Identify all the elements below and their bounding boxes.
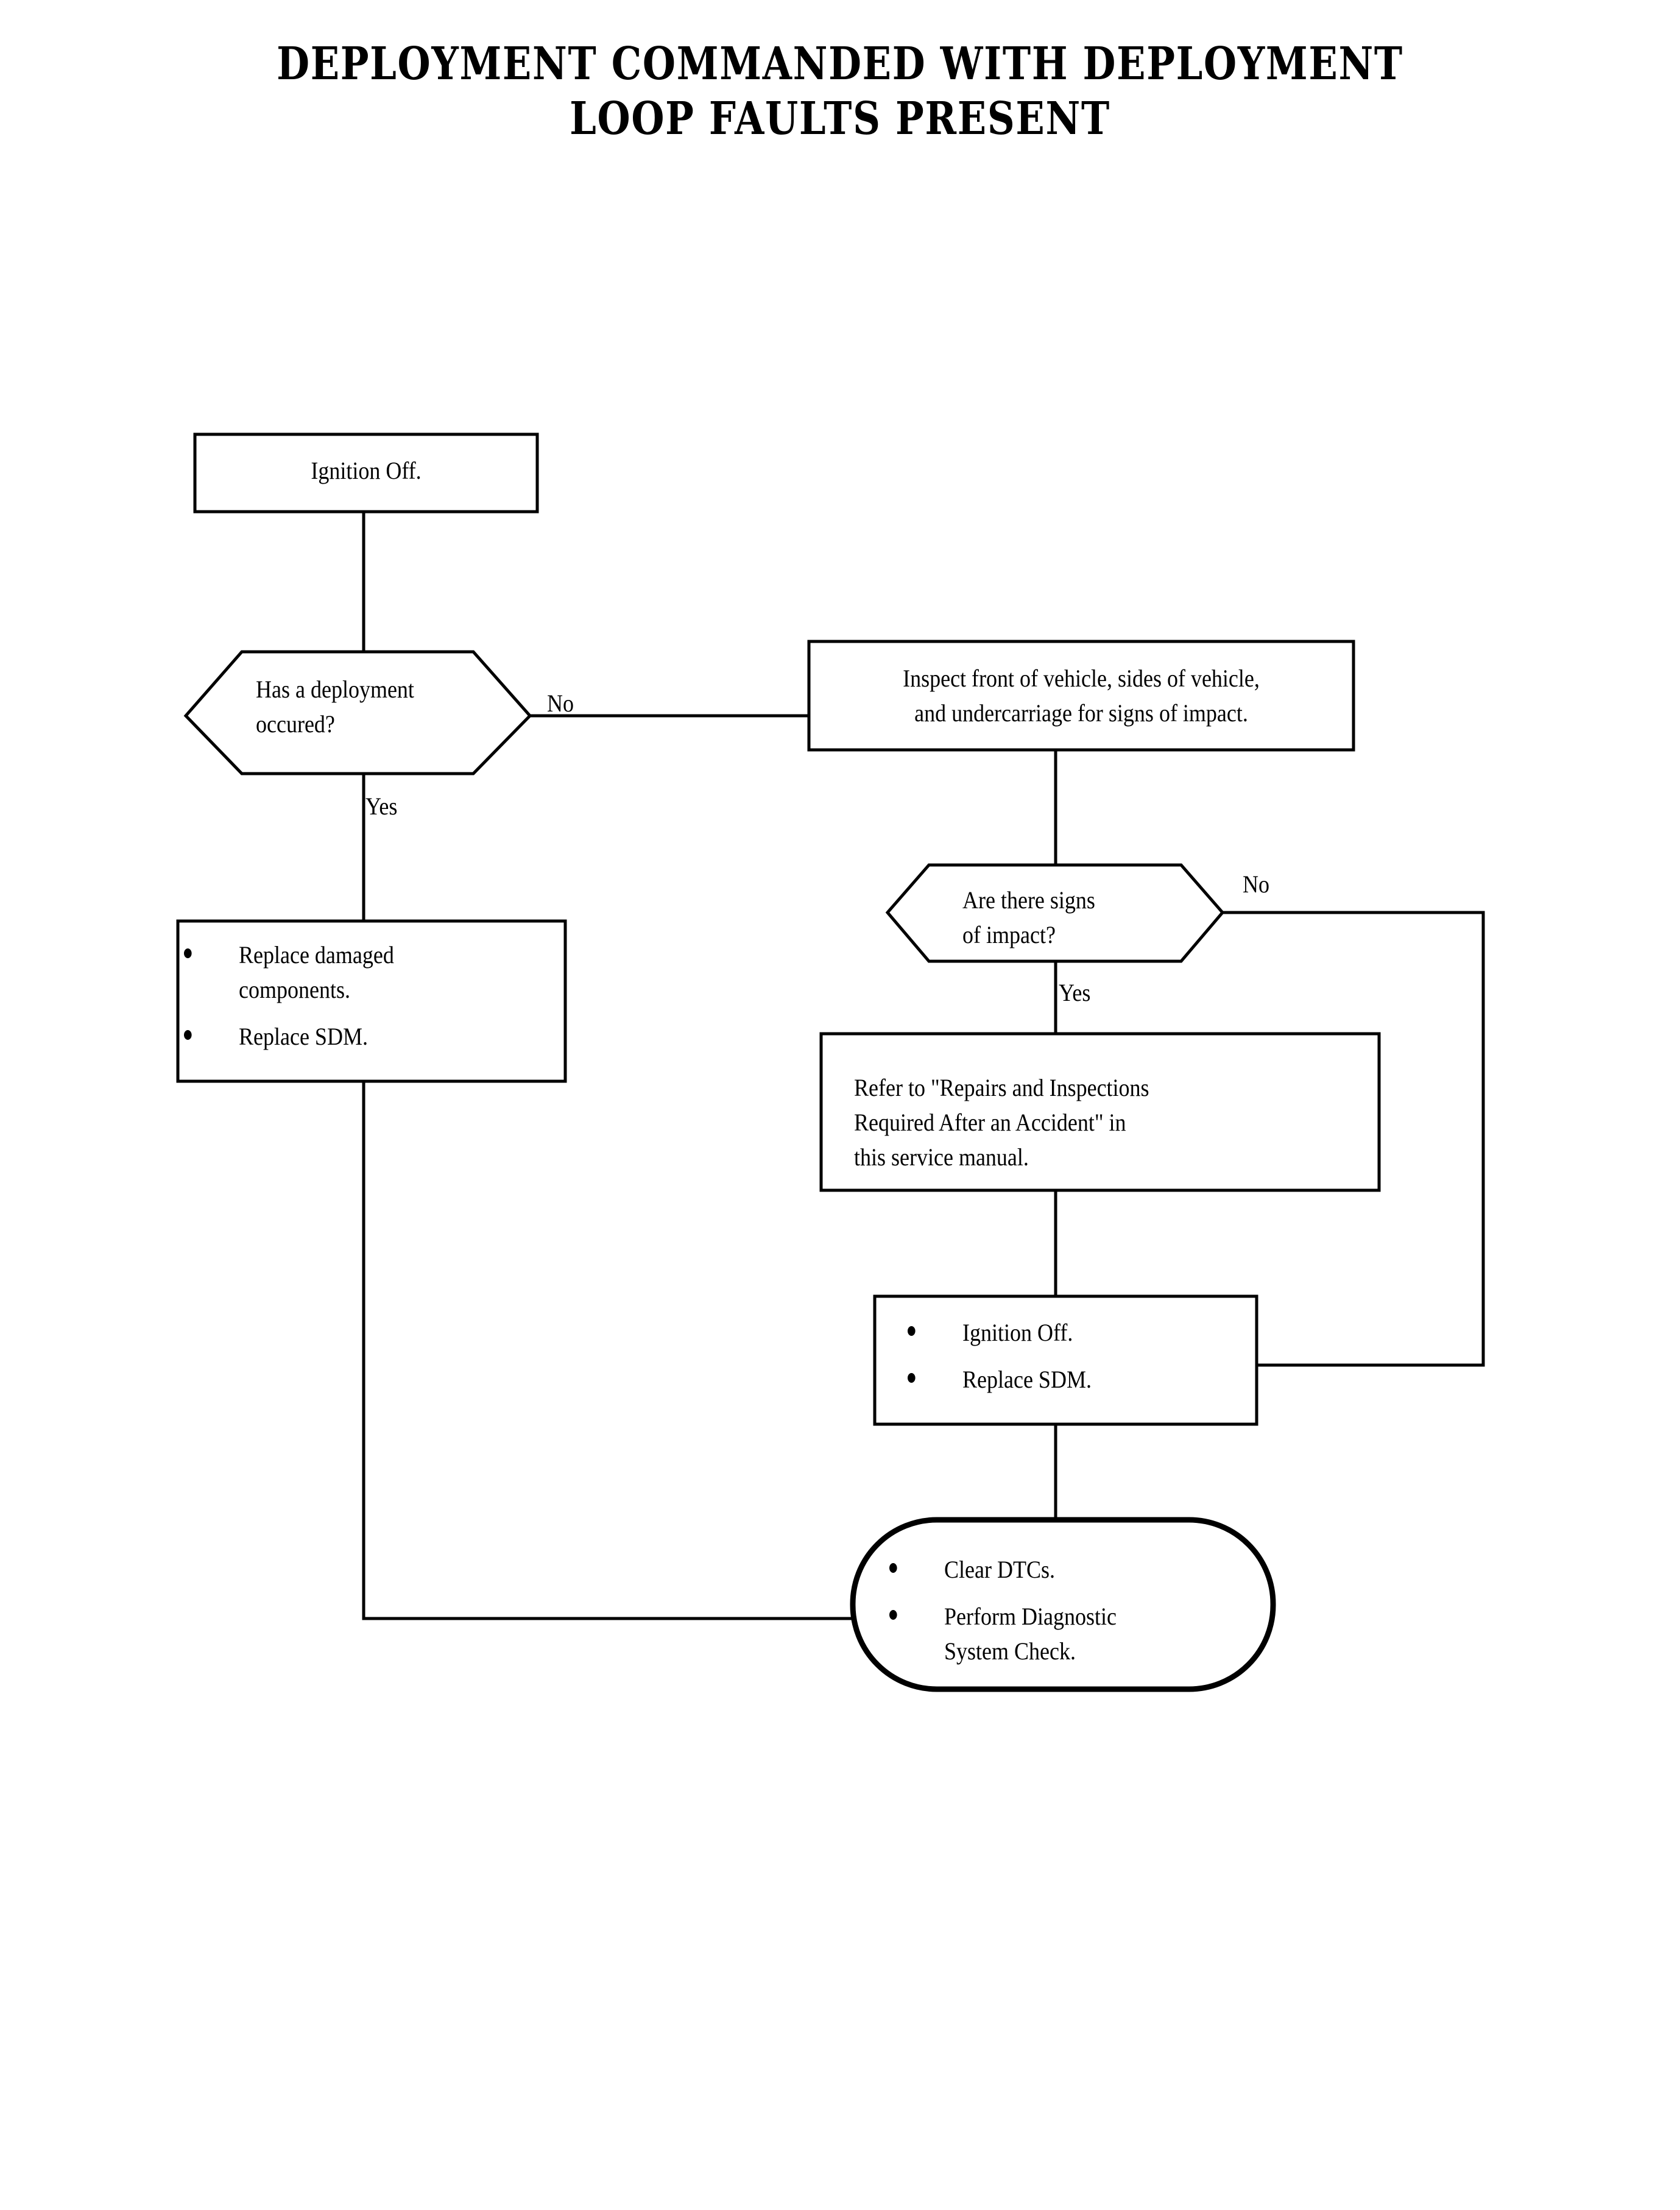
node-start-label: Ignition Off.	[311, 457, 422, 484]
list-item: Ignition Off.	[908, 1316, 1215, 1350]
bullet-dot-icon	[889, 1563, 897, 1573]
node-q2-shape	[885, 863, 1225, 963]
node-replace-damaged-list: Replace damaged components. Replace SDM.	[184, 938, 549, 1054]
edge-label-q1-yes: Yes	[365, 793, 398, 820]
list-item-label: Clear DTCs.	[944, 1556, 1055, 1583]
node-q2-label: Are there signs of impact?	[962, 886, 1095, 948]
list-item-label: Ignition Off.	[962, 1319, 1073, 1346]
list-item: Clear DTCs.	[889, 1553, 1218, 1587]
list-item: Replace damaged components.	[184, 938, 513, 1008]
bullet-dot-icon	[908, 1326, 916, 1336]
bullet-dot-icon	[908, 1372, 916, 1383]
list-item-label: Replace damaged components.	[239, 941, 394, 1003]
list-item-label: Replace SDM.	[962, 1365, 1092, 1393]
bullet-dot-icon	[184, 1029, 192, 1040]
edge-label-q2-no: No	[1243, 870, 1270, 898]
bullet-dot-icon	[889, 1609, 897, 1620]
connector-replace-damaged-to-terminal	[362, 1079, 855, 1620]
list-item: Replace SDM.	[908, 1363, 1215, 1397]
node-refer-shape	[819, 1032, 1381, 1192]
node-terminal-list: Clear DTCs. Perform Diagnostic System Ch…	[889, 1553, 1255, 1668]
connector-q2-no-to-ignition-replace	[1221, 911, 1485, 1367]
page-title: DEPLOYMENT COMMANDED WITH DEPLOYMENT LOO…	[277, 38, 1403, 146]
edge-label-q1-no: No	[547, 690, 574, 717]
node-q1-shape	[183, 650, 532, 775]
list-item-label: Replace SDM.	[239, 1022, 368, 1050]
node-q1-label: Has a deployment occured?	[256, 676, 414, 738]
edge-label-q2-yes: Yes	[1059, 979, 1091, 1006]
node-inspect-shape	[807, 640, 1355, 752]
node-terminal-shape	[850, 1517, 1276, 1692]
list-item: Perform Diagnostic System Check.	[889, 1600, 1218, 1669]
list-item: Replace SDM.	[184, 1020, 513, 1054]
node-replace-damaged-shape	[176, 919, 567, 1083]
node-inspect-label: Inspect front of vehicle, sides of vehic…	[903, 665, 1260, 727]
node-ignition-replace-shape	[873, 1294, 1258, 1426]
node-refer-label: Refer to "Repairs and Inspections Requir…	[854, 1074, 1149, 1171]
list-item-label: Perform Diagnostic System Check.	[944, 1602, 1117, 1665]
node-start-shape	[193, 432, 539, 514]
node-ignition-replace-list: Ignition Off. Replace SDM.	[908, 1316, 1249, 1397]
bullet-dot-icon	[184, 948, 192, 958]
